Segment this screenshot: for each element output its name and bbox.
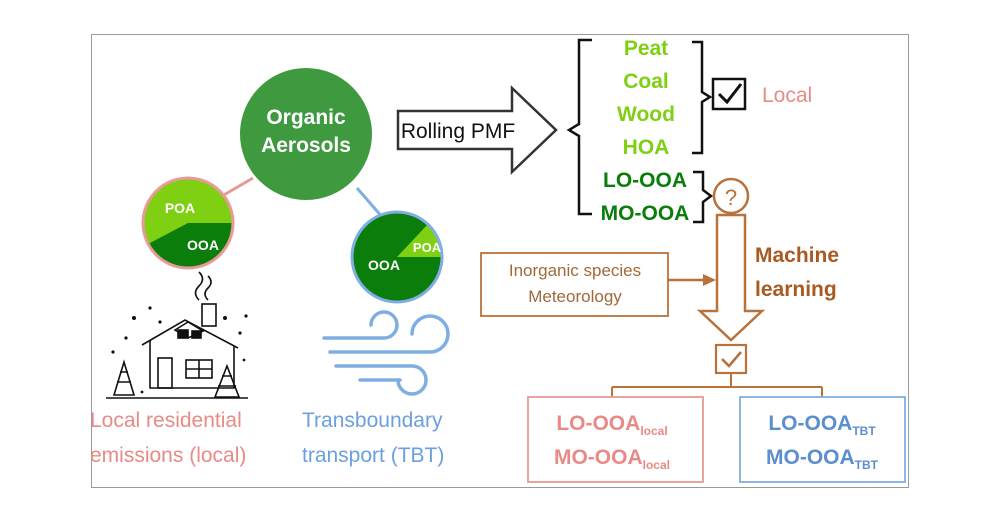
organic-aerosols-circle: Organic Aerosols [240,68,372,200]
connector-residential [221,176,254,198]
transport-pie: OOA POA [350,210,444,304]
transport-ooa-label: OOA [368,257,400,273]
question-icon: ? [712,177,750,215]
factor-peat: Peat [624,37,668,60]
transport-caption-line2: transport (TBT) [302,444,444,467]
local-label: Local [762,84,812,107]
check-icon [714,343,748,375]
result-local-box: LO-OOAlocal MO-OOAlocal [527,396,704,483]
inputs-line2: Meteorology [528,287,622,306]
checkbox-icon [711,77,747,111]
residential-ooa-label: OOA [187,237,219,253]
factors-brace [566,38,592,216]
result-local-line1: LO-OOAlocal [556,412,667,438]
factor-mo-ooa: MO-OOA [601,202,690,225]
house-icon [106,271,248,399]
local-brace [692,40,713,155]
residential-pie: POA OOA [141,176,235,270]
wind-icon [322,310,450,396]
local-factor-list: Peat Coal Wood HOA [617,37,675,159]
result-tbt-line2: MO-OOATBT [766,446,879,472]
tree-connector [611,373,823,397]
pmf-label: Rolling PMF [401,120,515,143]
factor-lo-ooa: LO-OOA [603,169,687,192]
transport-poa-label: POA [413,240,442,255]
question-mark: ? [725,185,737,210]
inputs-box: Inorganic species Meteorology [480,252,669,317]
result-tbt-line1: LO-OOATBT [768,412,876,438]
inputs-arrowhead [703,274,716,286]
result-tbt-box: LO-OOATBT MO-OOATBT [739,396,906,483]
residential-caption-line2: emissions (local) [90,444,246,467]
result-local-line2: MO-OOAlocal [554,446,670,472]
ml-line2: learning [755,278,837,301]
residential-caption-line1: Local residential [90,409,242,432]
center-line2: Aerosols [261,134,351,157]
pmf-arrow: Rolling PMF [396,85,558,175]
center-line1: Organic [266,106,346,129]
factor-hoa: HOA [623,136,670,159]
transport-caption-line1: Transboundary [302,409,443,432]
inputs-line1: Inorganic species [509,261,641,280]
residential-ooa-slice [148,223,234,269]
connector-transport [355,187,385,219]
ooa-brace [693,170,714,224]
transport-poa-slice [397,224,443,257]
factor-coal: Coal [623,70,669,93]
ml-arrow [696,213,766,342]
ml-line1: Machine [755,244,839,267]
residential-poa-label: POA [165,200,195,216]
factor-wood: Wood [617,103,675,126]
